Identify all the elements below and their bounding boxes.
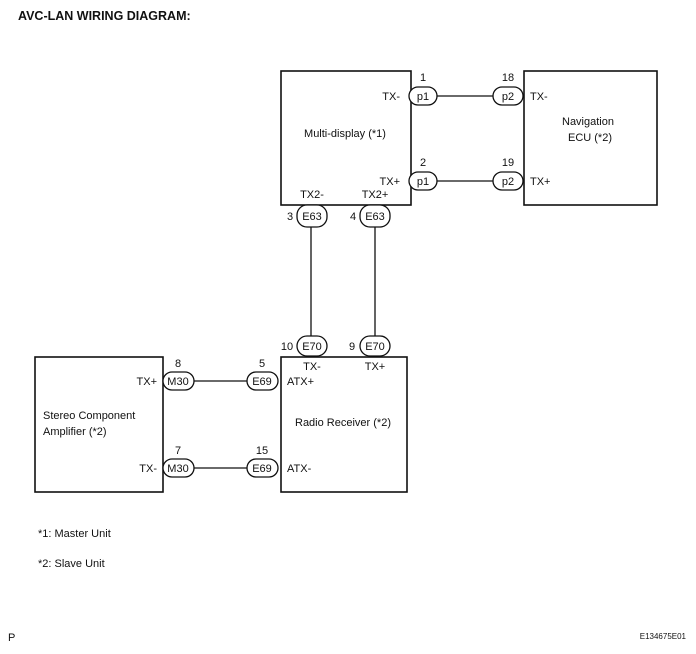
connector-e69-pin15 <box>246 458 279 478</box>
stereo-amplifier-label-line2: Amplifier (*2) <box>43 426 107 438</box>
connector-e70-pin9 <box>359 335 391 357</box>
pin-number: 5 <box>259 358 265 370</box>
pin-number: 8 <box>175 358 181 370</box>
connector-p2-pin19 <box>492 171 524 191</box>
terminal-label: ATX+ <box>287 376 314 388</box>
connector-code: E70 <box>365 341 385 353</box>
note-slave-unit: *2: Slave Unit <box>38 558 105 570</box>
pin-number: 15 <box>256 445 268 457</box>
connector-code: p2 <box>502 91 514 103</box>
terminal-label: ATX- <box>287 463 312 475</box>
diagram-title: AVC-LAN WIRING DIAGRAM: <box>18 9 191 23</box>
pin-number: 10 <box>281 341 293 353</box>
footer-figure-id: E134675E01 <box>640 632 687 641</box>
footer-page-marker: P <box>8 632 15 644</box>
note-master-unit: *1: Master Unit <box>38 528 111 540</box>
radio-receiver-label: Radio Receiver (*2) <box>295 417 391 429</box>
terminal-label: TX2- <box>300 189 324 201</box>
connector-code: p1 <box>417 91 429 103</box>
pin-number: 2 <box>420 157 426 169</box>
connector-p1-pin2 <box>408 171 438 191</box>
navigation-ecu-box <box>523 70 658 206</box>
terminal-label: TX2+ <box>362 189 389 201</box>
pin-number: 4 <box>350 211 356 223</box>
connector-e63-pin4 <box>359 204 391 228</box>
terminal-label: TX+ <box>380 176 400 188</box>
connector-code: E63 <box>302 211 322 223</box>
connector-code: E63 <box>365 211 385 223</box>
terminal-label: TX- <box>530 91 548 103</box>
connector-e63-pin3 <box>296 204 328 228</box>
terminal-label: TX+ <box>137 376 157 388</box>
connector-code: E69 <box>252 463 272 475</box>
navigation-ecu-label-line2: ECU (*2) <box>568 132 612 144</box>
pin-number: 3 <box>287 211 293 223</box>
navigation-ecu-label-line1: Navigation <box>562 116 614 128</box>
connector-p2-pin18 <box>492 86 524 106</box>
pin-number: 18 <box>502 72 514 84</box>
connector-code: p2 <box>502 176 514 188</box>
terminal-label: TX+ <box>530 176 550 188</box>
connector-p1-pin1 <box>408 86 438 106</box>
terminal-label: TX- <box>139 463 157 475</box>
stereo-amplifier-box <box>34 356 164 493</box>
pin-number: 1 <box>420 72 426 84</box>
connector-e70-pin10 <box>296 335 328 357</box>
multi-display-box <box>280 70 412 206</box>
connector-m30-pin7 <box>162 458 195 478</box>
pin-number: 19 <box>502 157 514 169</box>
connector-code: M30 <box>167 463 188 475</box>
connector-code: p1 <box>417 176 429 188</box>
connector-code: E70 <box>302 341 322 353</box>
terminal-label: TX+ <box>365 361 385 373</box>
stereo-amplifier-label-line1: Stereo Component <box>43 410 135 422</box>
multi-display-label: Multi-display (*1) <box>304 128 386 140</box>
radio-receiver-box <box>280 356 408 493</box>
pin-number: 7 <box>175 445 181 457</box>
connector-code: E69 <box>252 376 272 388</box>
terminal-label: TX- <box>303 361 321 373</box>
pin-number: 9 <box>349 341 355 353</box>
connector-m30-pin8 <box>162 371 195 391</box>
connector-e69-pin5 <box>246 371 279 391</box>
connector-code: M30 <box>167 376 188 388</box>
terminal-label: TX- <box>382 91 400 103</box>
